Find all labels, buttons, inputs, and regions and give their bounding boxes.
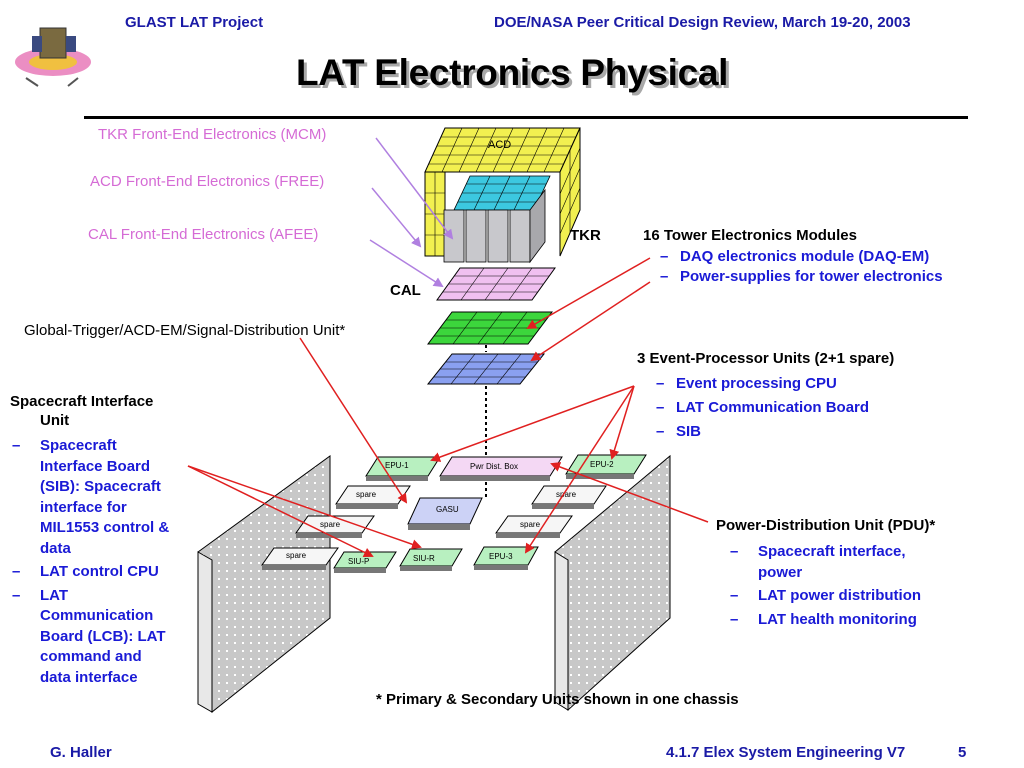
chassis-note: * Primary & Secondary Units shown in one… <box>376 691 739 708</box>
board-epu2-label: EPU-2 <box>590 460 614 469</box>
siu-title: Spacecraft Interface Unit <box>10 393 154 429</box>
board-gasu-label: GASU <box>436 505 459 514</box>
board-siu-p-label: SIU-P <box>348 557 369 566</box>
tem-layer <box>427 311 553 345</box>
pdu-item: –LAT health monitoring <box>730 610 917 628</box>
board-siu-r <box>399 548 463 571</box>
board-spare-5-label: spare <box>286 551 307 560</box>
tkr-towers <box>443 175 551 264</box>
pdu-item: –LAT power distribution <box>730 587 922 604</box>
footer-author: G. Haller <box>50 744 112 761</box>
pdu-item: –Spacecraft interface,power <box>730 543 906 581</box>
acd-fee-label: ACD Front-End Electronics (FREE) <box>90 173 325 190</box>
board-epu1-label: EPU-1 <box>385 461 409 470</box>
chassis-left-wall <box>197 455 331 713</box>
board-spare-1-label: spare <box>356 490 377 499</box>
pdu-list: –Spacecraft interface,power –LAT power d… <box>730 542 990 630</box>
epu-item: –LAT Communication Board <box>656 399 870 416</box>
board-spare-2 <box>531 485 607 509</box>
page-number: 5 <box>958 744 967 761</box>
arrow-tem-2 <box>530 281 651 362</box>
board-spare-5 <box>261 547 339 570</box>
board-pwr-dist <box>439 456 563 481</box>
cal-fee-label: CAL Front-End Electronics (AFEE) <box>88 226 319 243</box>
title-rule <box>84 116 968 119</box>
acd-label: ACD <box>488 139 511 151</box>
board-epu1 <box>365 456 441 481</box>
board-siu-p <box>333 551 397 573</box>
arrow-acd-fee <box>371 187 422 248</box>
arrow-pdu <box>550 462 709 523</box>
glast-logo-icon <box>15 27 91 87</box>
header-review: DOE/NASA Peer Critical Design Review, Ma… <box>494 14 911 31</box>
footer-section: 4.1.7 Elex System Engineering V7 <box>666 744 906 761</box>
arrow-cal-fee <box>369 239 444 288</box>
tem-list: –DAQ electronics module (DAQ-EM) –Power-… <box>652 248 1022 285</box>
arrow-tem-1 <box>526 257 651 329</box>
header-project: GLAST LAT Project <box>125 14 264 31</box>
board-epu3-label: EPU-3 <box>489 552 513 561</box>
board-gasu <box>407 497 483 530</box>
arrow-tkr-fee <box>375 137 454 240</box>
chassis-right-wall <box>554 454 671 712</box>
tem-title: 16 Tower Electronics Modules <box>643 227 857 244</box>
board-spare-4 <box>495 515 573 538</box>
board-spare-2-label: spare <box>556 490 577 499</box>
arrow-siu-p <box>187 465 374 557</box>
epu-item: –Event processing CPU <box>656 375 837 392</box>
board-epu3 <box>473 546 539 570</box>
epu-list: –Event processing CPU –LAT Communication… <box>648 375 948 440</box>
arrow-gasu <box>299 337 408 504</box>
cal-label: CAL <box>390 282 421 299</box>
siu-item: –LAT control CPU <box>12 563 159 580</box>
gasu-label: Global-Trigger/ACD-EM/Signal-Distributio… <box>24 322 346 339</box>
power-layer <box>426 353 546 385</box>
arrow-siu-r <box>187 465 422 550</box>
tem-item: –Power-supplies for tower electronics <box>660 268 943 285</box>
tkr-label: TKR <box>570 227 601 244</box>
arrow-epu1 <box>430 385 635 462</box>
board-pwr-label: Pwr Dist. Box <box>470 462 518 471</box>
board-spare-3-label: spare <box>320 520 341 529</box>
arrow-epu3 <box>524 385 635 554</box>
cal-layer <box>436 267 556 301</box>
epu-title: 3 Event-Processor Units (2+1 spare) <box>637 350 895 367</box>
board-spare-1 <box>335 485 411 509</box>
tem-item: –DAQ electronics module (DAQ-EM) <box>660 248 930 265</box>
arrow-epu2 <box>609 385 635 460</box>
board-spare-4-label: spare <box>520 520 541 529</box>
page-title: LAT Electronics Physical <box>296 52 729 93</box>
epu-item: –SIB <box>656 423 702 440</box>
pdu-title: Power-Distribution Unit (PDU)* <box>716 517 936 534</box>
tkr-fee-label: TKR Front-End Electronics (MCM) <box>98 126 327 143</box>
board-siu-r-label: SIU-R <box>413 554 435 563</box>
